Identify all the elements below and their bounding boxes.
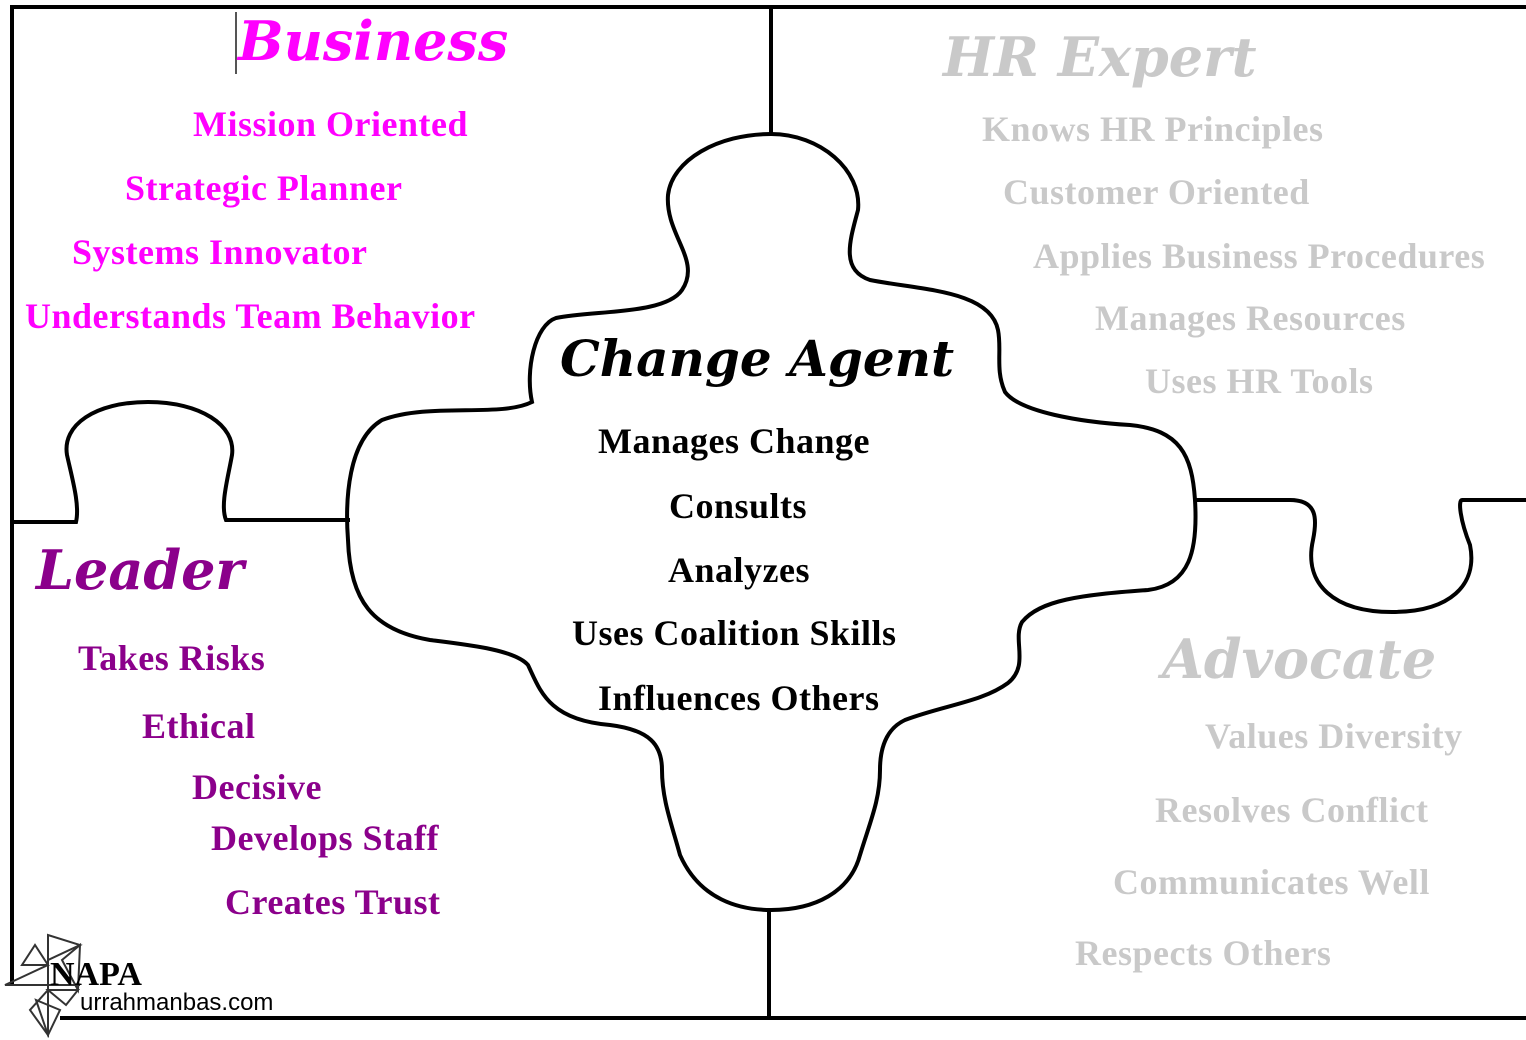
change-agent-item: Influences Others: [598, 678, 880, 718]
hr-expert-title: HR Expert: [943, 25, 1257, 89]
leader-item: Ethical: [142, 706, 256, 746]
business-item: Understands Team Behavior: [25, 296, 476, 336]
business-item: Strategic Planner: [125, 168, 403, 208]
advocate-item: Respects Others: [1075, 933, 1332, 973]
advocate-item: Resolves Conflict: [1155, 790, 1429, 830]
change-agent-item: Consults: [669, 486, 808, 526]
business-item: Systems Innovator: [72, 232, 368, 272]
advocate-title: Advocate: [1162, 627, 1437, 691]
quadrant-dividers: [767, 7, 1526, 1018]
hr-expert-item: Uses HR Tools: [1145, 361, 1374, 401]
change-agent-item: Analyzes: [668, 550, 810, 590]
business-item: Mission Oriented: [193, 104, 468, 144]
leader-title: Leader: [36, 538, 244, 602]
advocate-item: Values Diversity: [1205, 716, 1463, 756]
hr-expert-item: Manages Resources: [1095, 298, 1406, 338]
arrows-cross-logo-icon: [4, 933, 83, 1039]
advocate-item: Communicates Well: [1113, 862, 1430, 902]
change-agent-item: Manages Change: [598, 421, 871, 461]
hr-expert-item: Knows HR Principles: [982, 109, 1324, 149]
change-agent-piece: [345, 131, 1198, 913]
business-title: Business: [238, 9, 509, 73]
hr-expert-item: Customer Oriented: [1003, 172, 1310, 212]
watermark-brand: NAPA: [50, 956, 142, 993]
leader-item: Takes Risks: [78, 638, 266, 678]
change-agent-title: Change Agent: [560, 329, 955, 388]
leader-item: Decisive: [192, 767, 322, 807]
leader-business-divider: [12, 399, 350, 524]
hr-advocate-divider: [1289, 498, 1474, 615]
watermark-url: urrahmanbas.com: [80, 989, 274, 1016]
leader-item: Creates Trust: [225, 882, 441, 922]
change-agent-item: Uses Coalition Skills: [572, 613, 897, 653]
leader-item: Develops Staff: [211, 818, 439, 858]
hr-expert-item: Applies Business Procedures: [1033, 236, 1486, 276]
outer-frame: [10, 5, 1526, 1020]
